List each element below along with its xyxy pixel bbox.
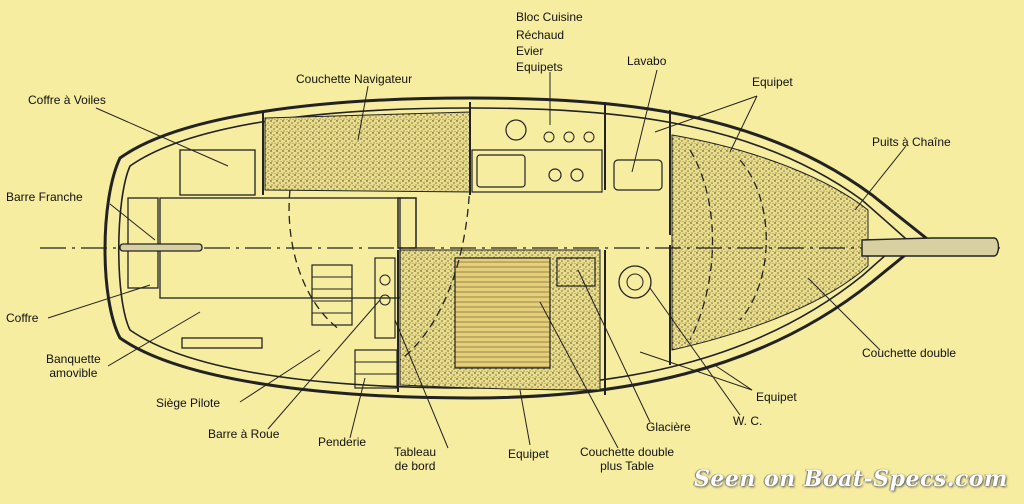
sink [476, 154, 526, 188]
label-couchette-table-line1: Couchette double [580, 445, 675, 459]
wc-bowl [618, 265, 652, 299]
label-evier: Evier [516, 44, 544, 58]
label-siege-pilote: Siège Pilote [156, 396, 221, 410]
label-tableau-line1: Tableau [394, 445, 437, 459]
hull-inner [117, 107, 907, 389]
label-tableau-de-bord: Tableau de bord [394, 445, 436, 473]
label-tableau-line2: de bord [394, 459, 436, 473]
label-glaciere: Glacière [646, 420, 691, 434]
label-penderie: Penderie [318, 435, 367, 449]
companionway [397, 197, 417, 249]
label-couchette-table-line2: plus Table [600, 459, 654, 473]
coffre-box [127, 197, 159, 289]
lavabo-basin [613, 159, 663, 191]
tiller [119, 243, 203, 252]
watermark: Seen on Boat-Specs.com [694, 466, 1008, 492]
galley-counter [471, 149, 603, 193]
label-coffre-a-voiles: Coffre à Voiles [28, 93, 106, 107]
label-couchette-double: Couchette double [862, 346, 957, 360]
label-equipet-top: Equipet [752, 75, 793, 89]
glaciere-box [556, 257, 596, 287]
label-banquette-line1: Banquette [46, 352, 101, 366]
label-puits-a-chaine: Puits à Chaîne [872, 135, 951, 149]
label-couchette-double-table: Couchette double plus Table [580, 445, 674, 473]
label-couchette-navigateur: Couchette Navigateur [296, 72, 413, 86]
label-banquette: Banquette amovible [46, 352, 101, 380]
label-equipet-right: Equipet [756, 390, 797, 404]
table-top [454, 257, 551, 369]
label-equipets: Equipets [516, 60, 563, 74]
hanging-locker [354, 349, 398, 389]
label-rechaud: Réchaud [516, 28, 565, 42]
hull-outline [103, 96, 929, 400]
pilot-seat [181, 337, 263, 349]
forward-berth-area [671, 134, 869, 351]
bowsprit [861, 237, 1000, 257]
label-equipet-bottom: Equipet [508, 447, 549, 461]
label-banquette-line2: amovible [49, 366, 98, 380]
steps [311, 264, 353, 326]
label-coffre: Coffre [6, 311, 39, 325]
label-barre-a-roue: Barre à Roue [208, 427, 280, 441]
label-lavabo: Lavabo [627, 54, 667, 68]
couchette-navigateur-area [264, 111, 471, 193]
sail-locker [179, 149, 256, 196]
label-wc: W. C. [733, 414, 763, 428]
label-barre-franche: Barre Franche [6, 190, 83, 204]
label-bloc-cuisine: Bloc Cuisine [516, 10, 583, 24]
